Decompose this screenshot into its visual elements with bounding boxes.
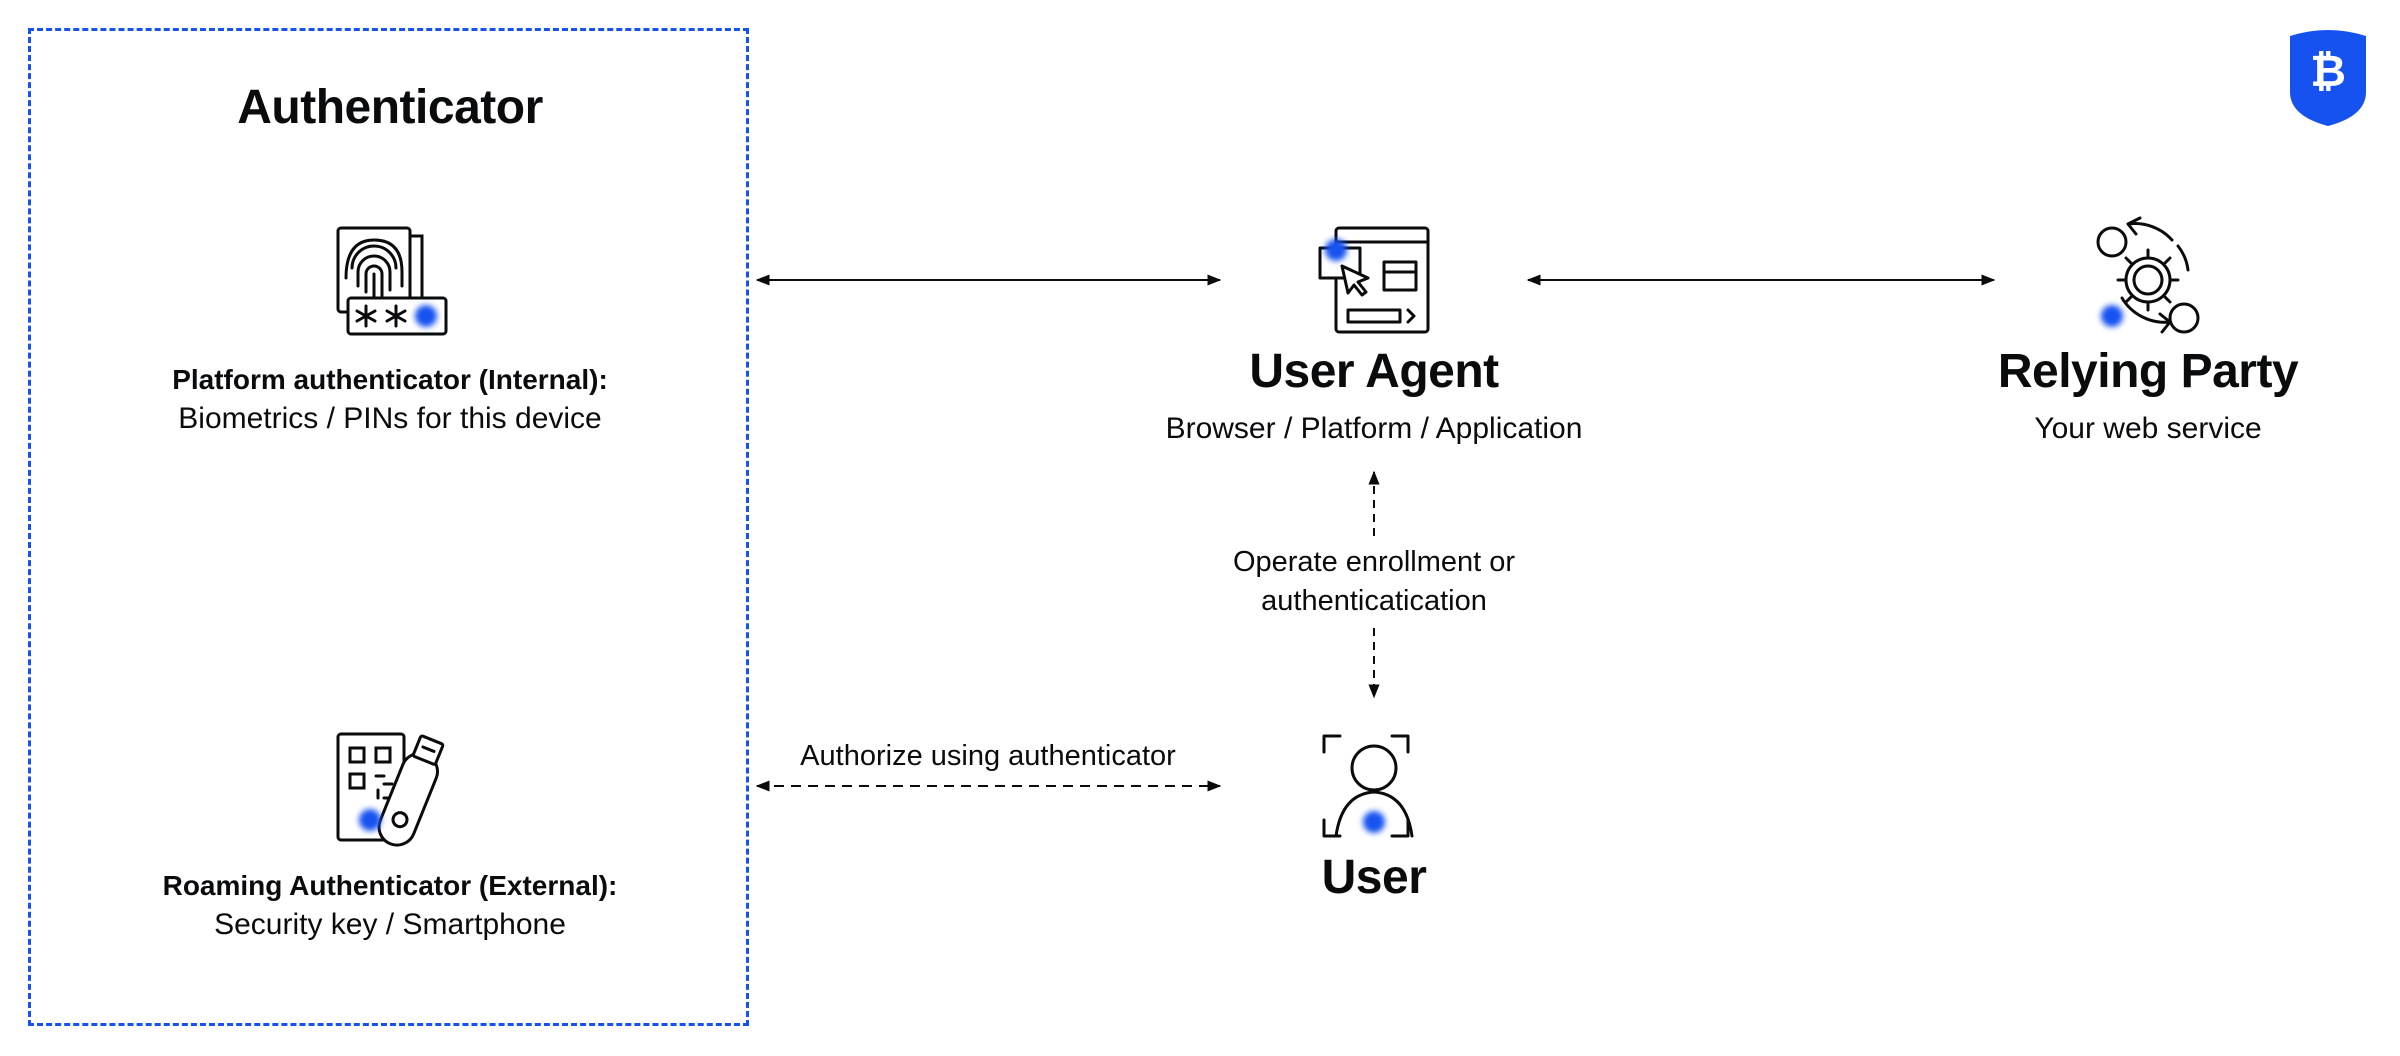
platform-authenticator-heading: Platform authenticator (Internal): xyxy=(172,364,608,395)
authenticator-title: Authenticator xyxy=(237,81,543,134)
bitcoin-shield-icon: ₿ xyxy=(2290,30,2366,126)
edge-label-operate-line1: Operate enrollment or xyxy=(1232,546,1516,578)
user-agent-title: User Agent xyxy=(1249,345,1499,398)
platform-authenticator-detail: Biometrics / PINs for this device xyxy=(178,402,602,435)
user-agent-subtitle: Browser / Platform / Application xyxy=(1165,412,1583,445)
platform-icon-dot xyxy=(415,305,437,327)
user-title: User xyxy=(1321,851,1427,904)
edge-label-authorize: Authorize using authenticator xyxy=(800,740,1176,772)
roaming-authenticator-heading: Roaming Authenticator (External): xyxy=(162,870,618,901)
user-icon-dot xyxy=(1363,811,1385,833)
edge-label-operate-line2: authenticatication xyxy=(1261,585,1487,617)
user-scan-icon xyxy=(1322,734,1414,838)
relyingparty-icon-dot xyxy=(2101,305,2123,327)
svg-text:₿: ₿ xyxy=(2310,46,2346,97)
relying-party-subtitle: Your web service xyxy=(2034,412,2262,445)
roaming-icon-dot xyxy=(359,809,381,831)
roaming-authenticator-detail: Security key / Smartphone xyxy=(214,908,566,941)
gear-sync-icon xyxy=(2096,216,2200,334)
qr-usb-key-icon xyxy=(336,732,445,847)
useragent-icon-dot xyxy=(1325,239,1347,261)
relying-party-title: Relying Party xyxy=(1997,345,2299,398)
authenticator-group xyxy=(28,28,749,1026)
